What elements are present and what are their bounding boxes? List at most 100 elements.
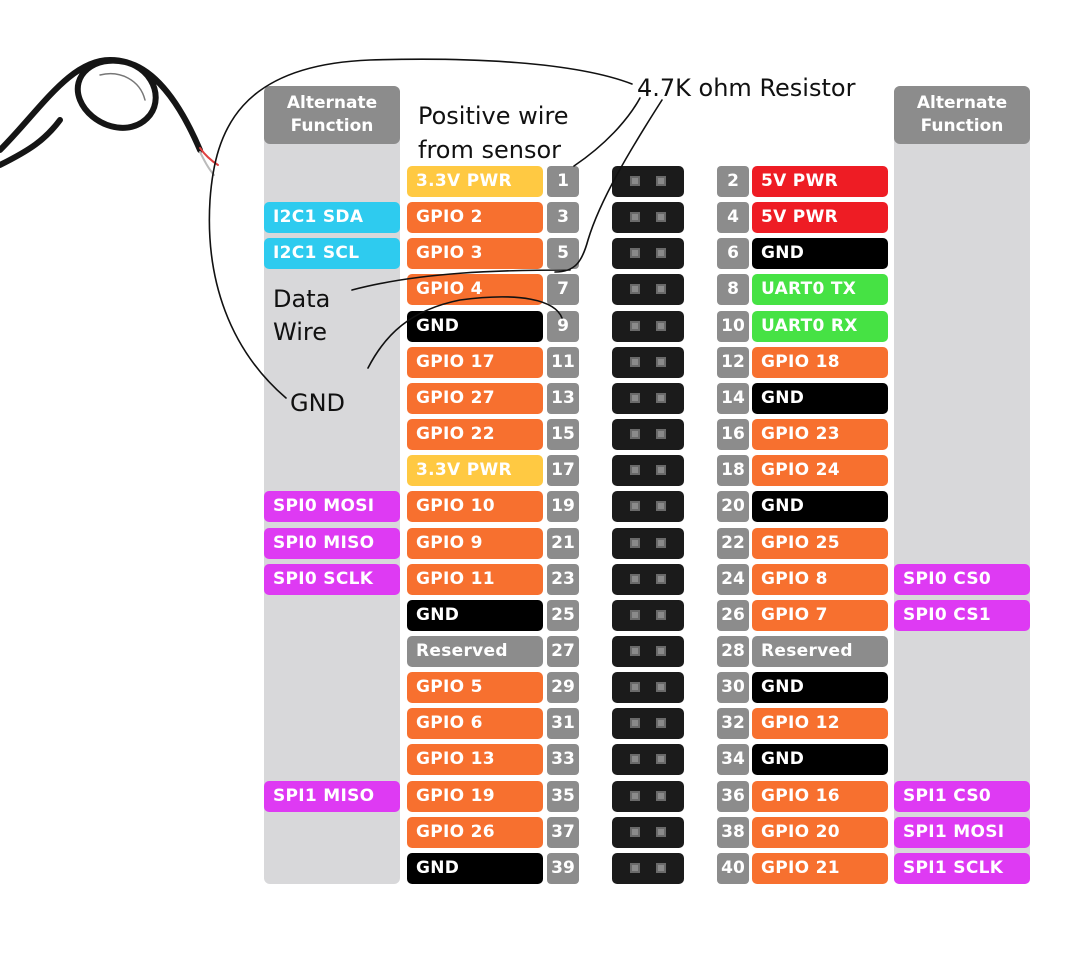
right-pin-function-label: UART0 TX bbox=[752, 274, 888, 305]
header-pin-pair bbox=[612, 817, 684, 848]
left-pin-number: 9 bbox=[547, 311, 579, 342]
right-pin-number: 34 bbox=[717, 744, 749, 775]
sensor-wire-red bbox=[199, 147, 219, 166]
left-pin-function-label: GPIO 4 bbox=[407, 274, 543, 305]
header-pin-left bbox=[630, 429, 640, 439]
left-pin-function-label: Reserved bbox=[407, 636, 543, 667]
header-pin-right bbox=[656, 610, 666, 620]
left-pin-number: 11 bbox=[547, 347, 579, 378]
header-pin-left bbox=[630, 357, 640, 367]
left-alt-function-label: SPI0 MOSI bbox=[264, 491, 400, 522]
left-alt-function-label: SPI1 MISO bbox=[264, 781, 400, 812]
sensor-cable bbox=[0, 56, 219, 176]
left-pin-number: 39 bbox=[547, 853, 579, 884]
header-pin-left bbox=[630, 465, 640, 475]
header-pin-right bbox=[656, 465, 666, 475]
header-pin-right bbox=[656, 212, 666, 222]
header-pin-left bbox=[630, 501, 640, 511]
right-alt-function-label: SPI0 CS0 bbox=[894, 564, 1030, 595]
header-pin-pair bbox=[612, 166, 684, 197]
sensor-cable-highlight bbox=[99, 73, 146, 101]
right-pin-function-label: GPIO 25 bbox=[752, 528, 888, 559]
header-pin-right bbox=[656, 791, 666, 801]
header-pin-left bbox=[630, 682, 640, 692]
right-pin-function-label: GPIO 16 bbox=[752, 781, 888, 812]
left-pin-number: 35 bbox=[547, 781, 579, 812]
positive-wire bbox=[573, 97, 641, 167]
header-pin-pair bbox=[612, 708, 684, 739]
right-pin-function-label: GPIO 8 bbox=[752, 564, 888, 595]
header-pin-right bbox=[656, 574, 666, 584]
header-pin-pair bbox=[612, 491, 684, 522]
sensor-cable-outer bbox=[0, 56, 203, 153]
left-pin-function-label: GPIO 3 bbox=[407, 238, 543, 269]
left-pin-function-label: GPIO 10 bbox=[407, 491, 543, 522]
left-alt-function-label: SPI0 MISO bbox=[264, 528, 400, 559]
left-pin-function-label: GPIO 26 bbox=[407, 817, 543, 848]
left-pin-number: 25 bbox=[547, 600, 579, 631]
header-pin-left bbox=[630, 248, 640, 258]
header-pin-right bbox=[656, 248, 666, 258]
sensor-cable-tail bbox=[0, 117, 63, 168]
header-pin-right bbox=[656, 646, 666, 656]
right-pin-number: 32 bbox=[717, 708, 749, 739]
header-pin-left bbox=[630, 610, 640, 620]
right-pin-number: 2 bbox=[717, 166, 749, 197]
header-pin-right bbox=[656, 284, 666, 294]
header-pin-right bbox=[656, 176, 666, 186]
left-pin-number: 1 bbox=[547, 166, 579, 197]
right-pin-number: 36 bbox=[717, 781, 749, 812]
right-pin-function-label: GND bbox=[752, 744, 888, 775]
right-pin-function-label: GPIO 18 bbox=[752, 347, 888, 378]
header-pin-right bbox=[656, 718, 666, 728]
left-pin-number: 15 bbox=[547, 419, 579, 450]
header-pin-right bbox=[656, 538, 666, 548]
left-pin-function-label: GPIO 17 bbox=[407, 347, 543, 378]
header-pin-pair bbox=[612, 419, 684, 450]
header-pin-pair bbox=[612, 311, 684, 342]
right-pin-number: 14 bbox=[717, 383, 749, 414]
header-pin-pair bbox=[612, 600, 684, 631]
header-pin-pair bbox=[612, 274, 684, 305]
left-pin-function-label: 3.3V PWR bbox=[407, 166, 543, 197]
left-pin-number: 37 bbox=[547, 817, 579, 848]
left-pin-function-label: GPIO 2 bbox=[407, 202, 543, 233]
header-pin-left bbox=[630, 574, 640, 584]
right-pin-function-label: GND bbox=[752, 491, 888, 522]
left-pin-number: 19 bbox=[547, 491, 579, 522]
data-wire-label-line2: Wire bbox=[273, 318, 327, 346]
right-pin-function-label: 5V PWR bbox=[752, 166, 888, 197]
right-pin-number: 16 bbox=[717, 419, 749, 450]
header-pin-left bbox=[630, 791, 640, 801]
gnd-wire-label: GND bbox=[290, 389, 346, 417]
right-alt-function-label: SPI1 CS0 bbox=[894, 781, 1030, 812]
right-alternate-column bbox=[894, 86, 1030, 884]
header-pin-right bbox=[656, 863, 666, 873]
left-pin-function-label: GPIO 6 bbox=[407, 708, 543, 739]
right-pin-number: 26 bbox=[717, 600, 749, 631]
right-pin-number: 38 bbox=[717, 817, 749, 848]
header-pin-left bbox=[630, 176, 640, 186]
sensor-wire-white bbox=[199, 151, 215, 176]
left-pin-number: 27 bbox=[547, 636, 579, 667]
left-pin-function-label: GND bbox=[407, 600, 543, 631]
right-alt-function-label: SPI1 MOSI bbox=[894, 817, 1030, 848]
header-pin-pair bbox=[612, 744, 684, 775]
header-pin-right bbox=[656, 827, 666, 837]
left-pin-number: 23 bbox=[547, 564, 579, 595]
left-pin-function-label: 3.3V PWR bbox=[407, 455, 543, 486]
header-pin-pair bbox=[612, 528, 684, 559]
header-pin-left bbox=[630, 754, 640, 764]
right-pin-function-label: UART0 RX bbox=[752, 311, 888, 342]
header-pin-right bbox=[656, 754, 666, 764]
left-pin-number: 3 bbox=[547, 202, 579, 233]
left-alt-function-label: I2C1 SDA bbox=[264, 202, 400, 233]
header-pin-right bbox=[656, 393, 666, 403]
right-pin-number: 30 bbox=[717, 672, 749, 703]
header-pin-left bbox=[630, 284, 640, 294]
right-pin-function-label: GND bbox=[752, 383, 888, 414]
left-pin-number: 13 bbox=[547, 383, 579, 414]
header-pin-pair bbox=[612, 202, 684, 233]
left-pin-function-label: GND bbox=[407, 311, 543, 342]
right-pin-number: 22 bbox=[717, 528, 749, 559]
